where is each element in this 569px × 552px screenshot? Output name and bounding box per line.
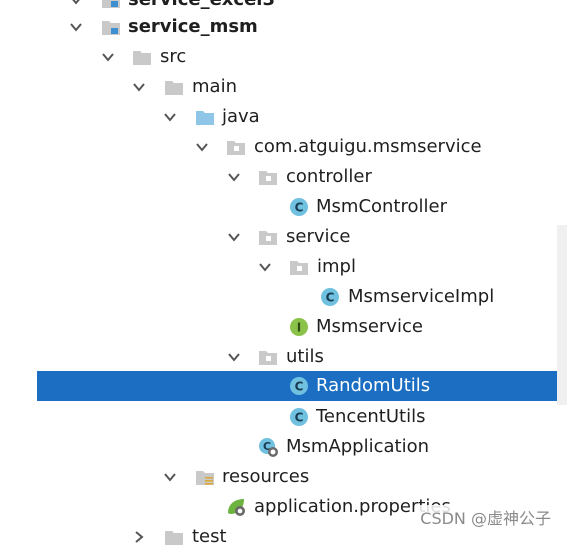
tree-label: TencentUtils [316,406,426,427]
chevron-down-icon[interactable] [226,349,242,365]
source-folder-icon [196,111,214,125]
chevron-down-icon[interactable] [162,109,178,125]
tree-label: MsmController [316,196,447,217]
tree-label: Msmservice [316,316,423,337]
tree-label: resources [222,466,310,487]
tree-label: service [286,226,351,247]
tree-label: RandomUtils [316,375,431,396]
tree-label: service_msm [128,16,258,37]
tree-row-tencentutils[interactable]: C TencentUtils [0,402,569,432]
chevron-down-icon[interactable] [68,19,84,35]
tree-label: com.atguigu.msmservice [254,136,482,157]
tree-row-main[interactable]: main [0,72,569,102]
tree-row-java[interactable]: java [0,102,569,132]
folder-icon [165,531,183,545]
package-icon [290,261,308,275]
tree-label: controller [286,166,372,187]
tree-row-resources[interactable]: resources [0,462,569,492]
package-icon [227,141,245,155]
vertical-scrollbar[interactable] [557,225,567,405]
class-icon: C [321,288,339,306]
chevron-right-icon[interactable] [131,529,147,545]
package-icon [259,171,277,185]
chevron-down-icon[interactable] [68,0,84,8]
tree-row-msmapplication[interactable]: C MsmApplication [0,432,569,462]
tree-label: java [222,106,260,127]
tree-row-controller[interactable]: controller [0,162,569,192]
chevron-down-icon[interactable] [194,139,210,155]
tree-row-randomutils[interactable]: C RandomUtils [37,371,562,401]
tree-row-src[interactable]: src [0,42,569,72]
tree-row-service-excel[interactable]: service_excel3 [0,0,569,15]
class-icon: C [290,377,308,395]
tree-row-service[interactable]: service [0,222,569,252]
package-icon [259,351,277,365]
module-folder-icon [102,0,120,8]
tree-label: impl [317,256,356,277]
tree-label: utils [286,346,324,367]
chevron-down-icon[interactable] [162,469,178,485]
chevron-down-icon[interactable] [100,49,116,65]
chevron-down-icon[interactable] [131,79,147,95]
tree-label: application.properties [254,496,451,517]
class-icon: C [290,198,308,216]
tree-row-msmserviceimpl[interactable]: C MsmserviceImpl [0,282,569,312]
watermark: CSDN @虚神公子 [416,505,555,529]
interface-icon: I [290,318,308,336]
folder-icon [165,81,183,95]
interface-letter: I [297,321,301,335]
folder-icon [133,51,151,65]
tree-row-application-properties[interactable]: application.properties [0,492,569,522]
package-icon [259,231,277,245]
tree-row-impl[interactable]: impl [0,252,569,282]
class-letter: C [263,440,271,453]
resources-folder-icon [196,471,214,485]
class-letter: C [295,380,304,394]
chevron-down-icon[interactable] [226,169,242,185]
tree-label: test [192,526,227,547]
tree-label: MsmApplication [286,436,430,457]
tree-label: MsmserviceImpl [348,286,495,307]
tree-row-package[interactable]: com.atguigu.msmservice [0,132,569,162]
spring-boot-class-icon: C [259,438,278,457]
tree-row-service-msm[interactable]: service_msm [0,12,569,42]
tree-row-utils[interactable]: utils [0,342,569,372]
chevron-down-icon[interactable] [257,259,273,275]
tree-label: main [192,76,237,97]
tree-label: src [160,46,187,67]
class-icon: C [290,408,308,426]
tree-row-msmcontroller[interactable]: C MsmController [0,192,569,222]
tree-row-msmservice[interactable]: I Msmservice [0,312,569,342]
class-letter: C [326,291,335,305]
tree-label: service_excel3 [128,0,275,12]
module-folder-icon [102,21,120,35]
chevron-down-icon[interactable] [226,229,242,245]
class-letter: C [295,411,304,425]
spring-properties-icon [228,499,245,516]
class-letter: C [295,201,304,215]
